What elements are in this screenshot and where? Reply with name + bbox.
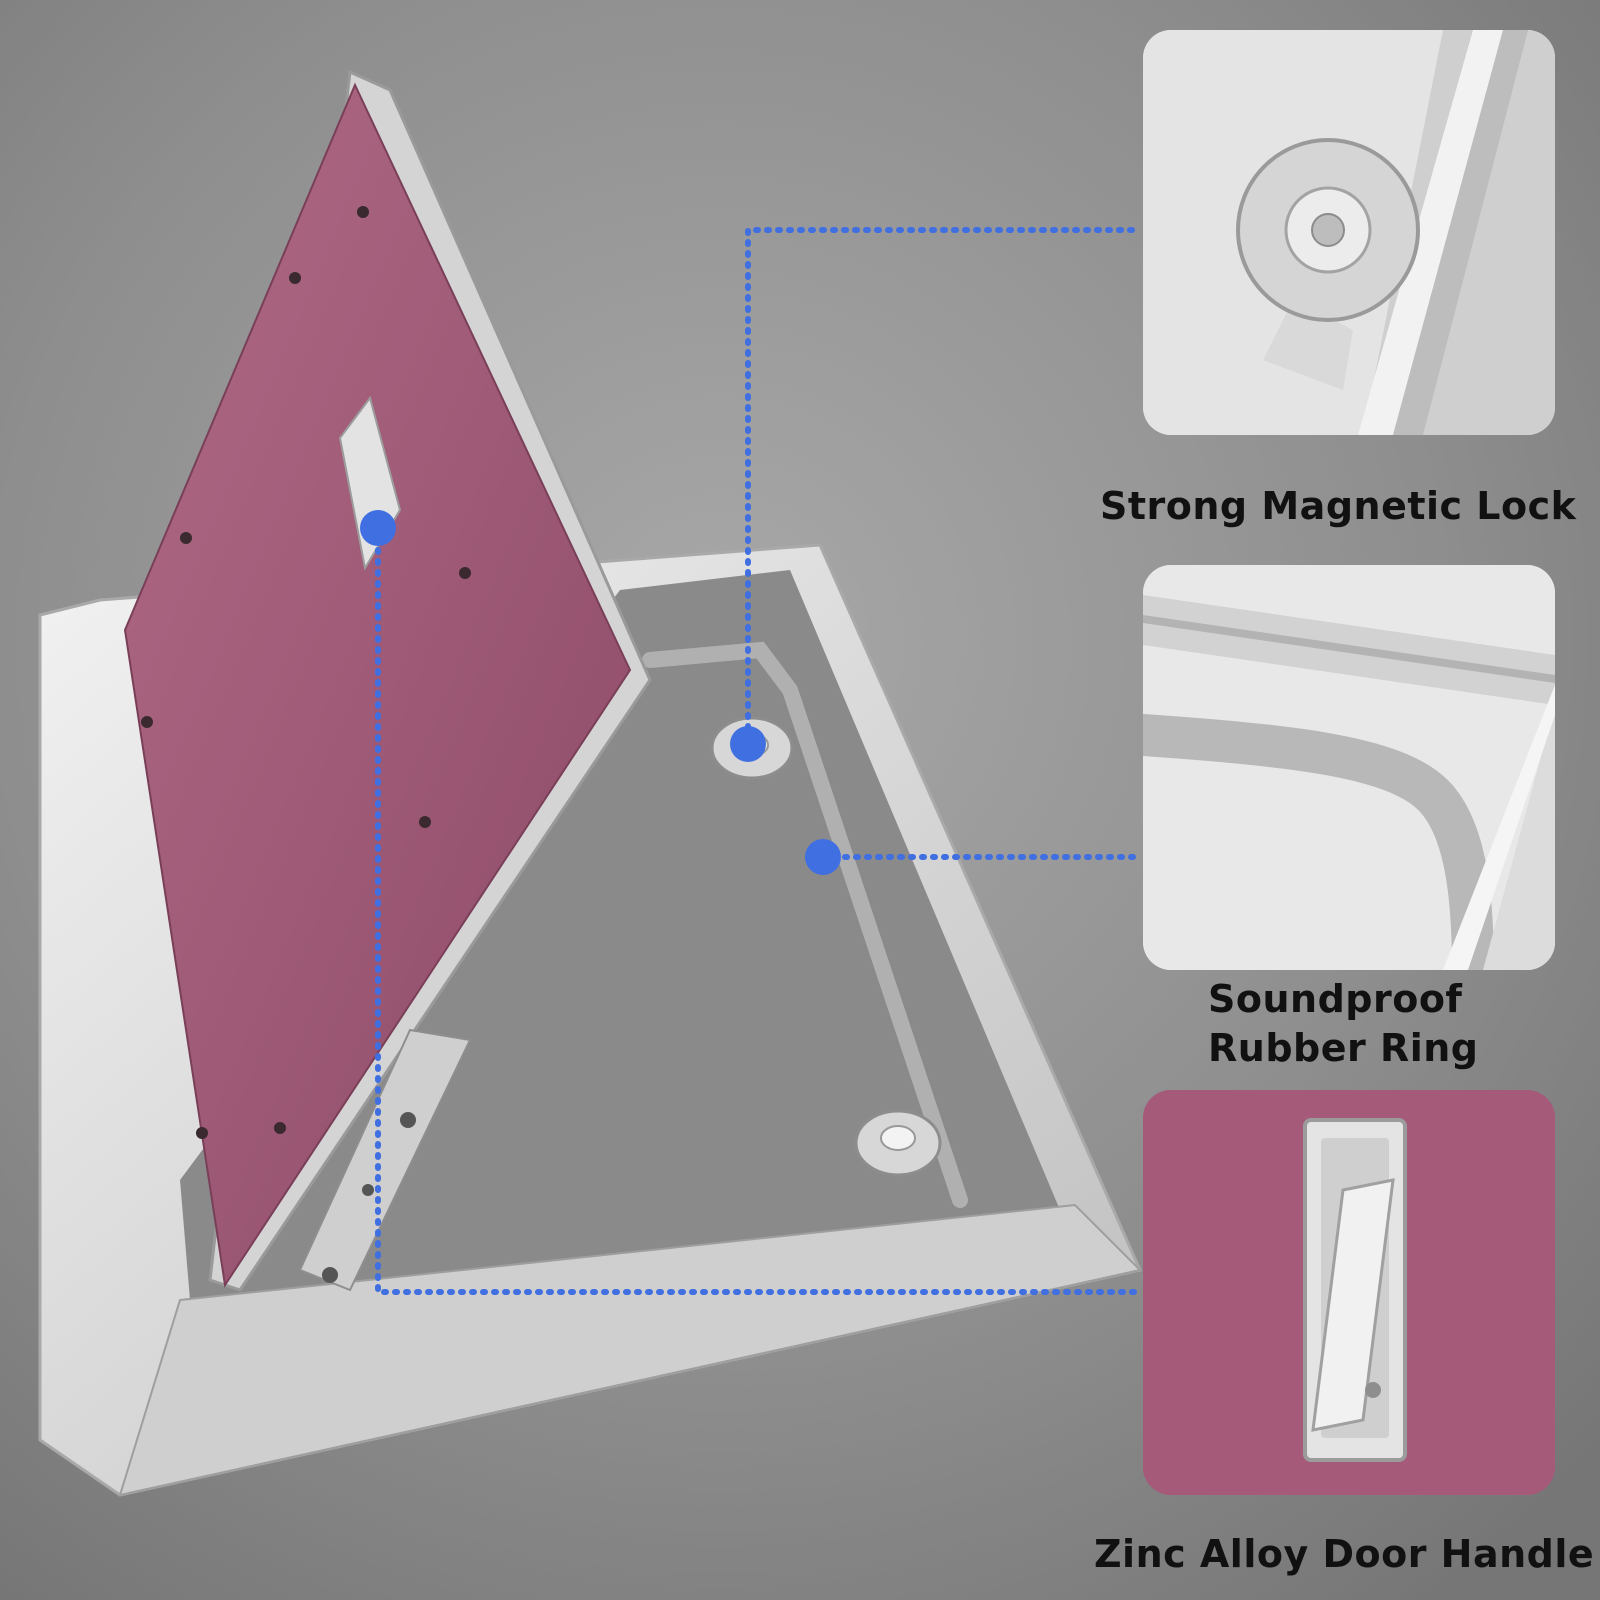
rubber-ring-closeup [1143, 565, 1555, 970]
caption-magnetic-lock: Strong Magnetic Lock [1100, 484, 1577, 528]
leader-door-handle [375, 525, 1143, 1295]
leader-lines [375, 227, 1143, 1295]
door-handle-closeup [1143, 1090, 1555, 1495]
dot-door-handle [360, 510, 396, 546]
screw-holes [141, 206, 471, 1139]
rubber-seal [642, 641, 968, 1208]
caption-rubber-ring-line1: Soundproof [1208, 977, 1463, 1021]
frame-inner-lip [118, 1203, 1142, 1497]
dot-magnetic-lock [730, 726, 766, 762]
leader-magnetic-lock [745, 227, 1143, 753]
rubber-gasket [1143, 714, 1494, 970]
handle-icon [1303, 1118, 1407, 1462]
caption-door-handle: Zinc Alloy Door Handle [1094, 1532, 1595, 1576]
caption-rubber-ring: Soundproof Rubber Ring [1208, 975, 1479, 1072]
frame-magnet-bottom [854, 1109, 942, 1177]
magnet-icon [1236, 138, 1420, 322]
leader-dots [360, 510, 841, 875]
caption-rubber-ring-line2: Rubber Ring [1208, 1025, 1479, 1070]
hinge-bracket [298, 1028, 472, 1292]
hinge-screws [322, 1112, 416, 1283]
magnetic-lock-closeup [1143, 30, 1555, 435]
dot-rubber-ring [805, 839, 841, 875]
